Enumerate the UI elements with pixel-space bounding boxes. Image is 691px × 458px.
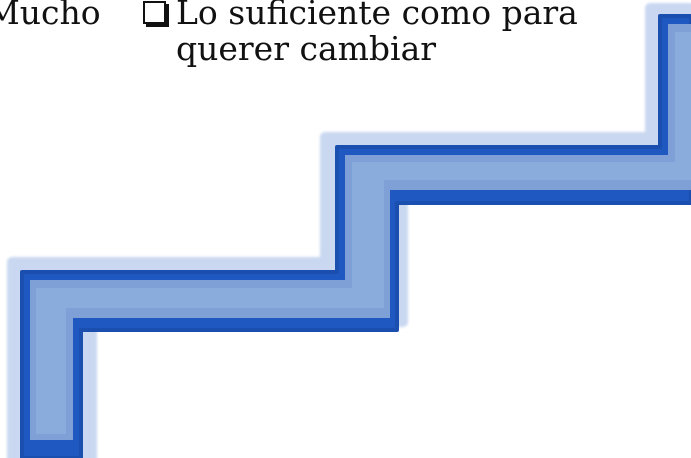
option-suficiente-line2: querer cambiar: [176, 29, 437, 68]
staircase-highlight: [36, 32, 691, 434]
option-mucho: Mucho: [0, 0, 101, 31]
option-suficiente-text: Lo suficiente como para querer cambiar: [176, 0, 578, 67]
option-suficiente-line1: Lo suficiente como para: [176, 0, 578, 32]
option-mucho-label: Mucho: [0, 0, 101, 32]
checkbox-icon[interactable]: [143, 1, 166, 24]
